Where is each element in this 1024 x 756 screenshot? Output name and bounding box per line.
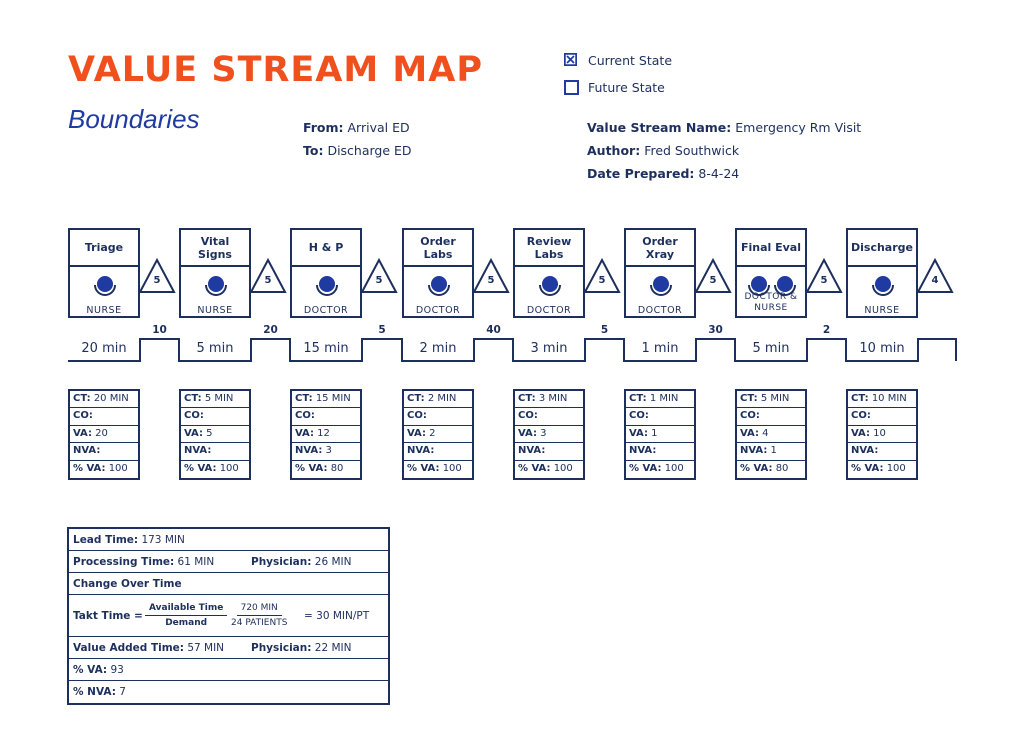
takt-numerator-value: 720 MIN [236,603,282,616]
change-over-row: Change Over Time [69,573,388,595]
summary-table: Lead Time: 173 MIN Processing Time: 61 M… [67,527,390,705]
pct-nva-label: % NVA: [73,686,116,698]
from-field: From: Arrival ED [303,120,410,135]
physician-processing: Physician: 26 MIN [251,556,352,568]
legend-future-label: Future State [588,80,665,95]
value-stream-name-value: Emergency Rm Visit [735,120,862,135]
value-added-time-value: 57 MIN [187,641,225,654]
change-over-label: Change Over Time [73,577,182,590]
to-field: To: Discharge ED [303,143,412,158]
physician-label: Physician: [251,555,312,568]
pct-nva-value: 7 [119,686,126,698]
takt-time-label: Takt Time = [73,609,143,622]
physician-va-value: 22 MIN [314,641,352,654]
value-added-time-label: Value Added Time: [73,641,184,654]
checked-checkbox-icon[interactable] [564,53,577,66]
date-field: Date Prepared: 8-4-24 [587,166,739,181]
takt-result: = 30 MIN/PT [304,609,370,622]
date-label: Date Prepared: [587,166,695,181]
processing-time-value: 61 MIN [177,555,215,568]
value-added-time-row: Value Added Time: 57 MIN Physician: 22 M… [69,637,388,659]
physician-va: Physician: 22 MIN [251,642,352,654]
pct-va-value: 93 [110,663,124,676]
from-value: Arrival ED [347,120,410,135]
pct-nva-row: % NVA: 7 [69,681,388,703]
value-stream-name-label: Value Stream Name: [587,120,732,135]
to-value: Discharge ED [327,143,412,158]
value-stream-name-field: Value Stream Name: Emergency Rm Visit [587,120,861,135]
takt-denominator-value: 24 PATIENTS [231,618,288,628]
lead-time-row: Lead Time: 173 MIN [69,529,388,551]
takt-formula-fraction: Available Time Demand [145,603,228,628]
processing-time-label: Processing Time: [73,555,175,568]
physician-va-label: Physician: [251,641,312,654]
boundaries-heading: Boundaries [68,104,200,134]
author-value: Fred Southwick [644,143,740,158]
takt-time-row: Takt Time = Available Time Demand 720 MI… [69,595,388,637]
pct-va-label: % VA: [73,663,108,676]
page-title: VALUE STREAM MAP [68,50,483,90]
legend-current-label: Current State [588,53,673,68]
pct-va-row: % VA: 93 [69,659,388,681]
timeline-line [68,338,957,362]
from-label: From: [303,120,344,135]
date-value: 8-4-24 [698,166,740,181]
lead-time-value: 173 MIN [141,533,185,546]
author-label: Author: [587,143,641,158]
takt-value-fraction: 720 MIN 24 PATIENTS [231,603,287,628]
takt-numerator-label: Available Time [145,603,228,616]
to-label: To: [303,143,324,158]
author-field: Author: Fred Southwick [587,143,739,158]
unchecked-checkbox-icon[interactable] [564,80,579,95]
lead-time-label: Lead Time: [73,533,139,546]
processing-time-row: Processing Time: 61 MIN Physician: 26 MI… [69,551,388,573]
takt-denominator-label: Demand [165,618,208,628]
physician-processing-value: 26 MIN [314,555,352,568]
